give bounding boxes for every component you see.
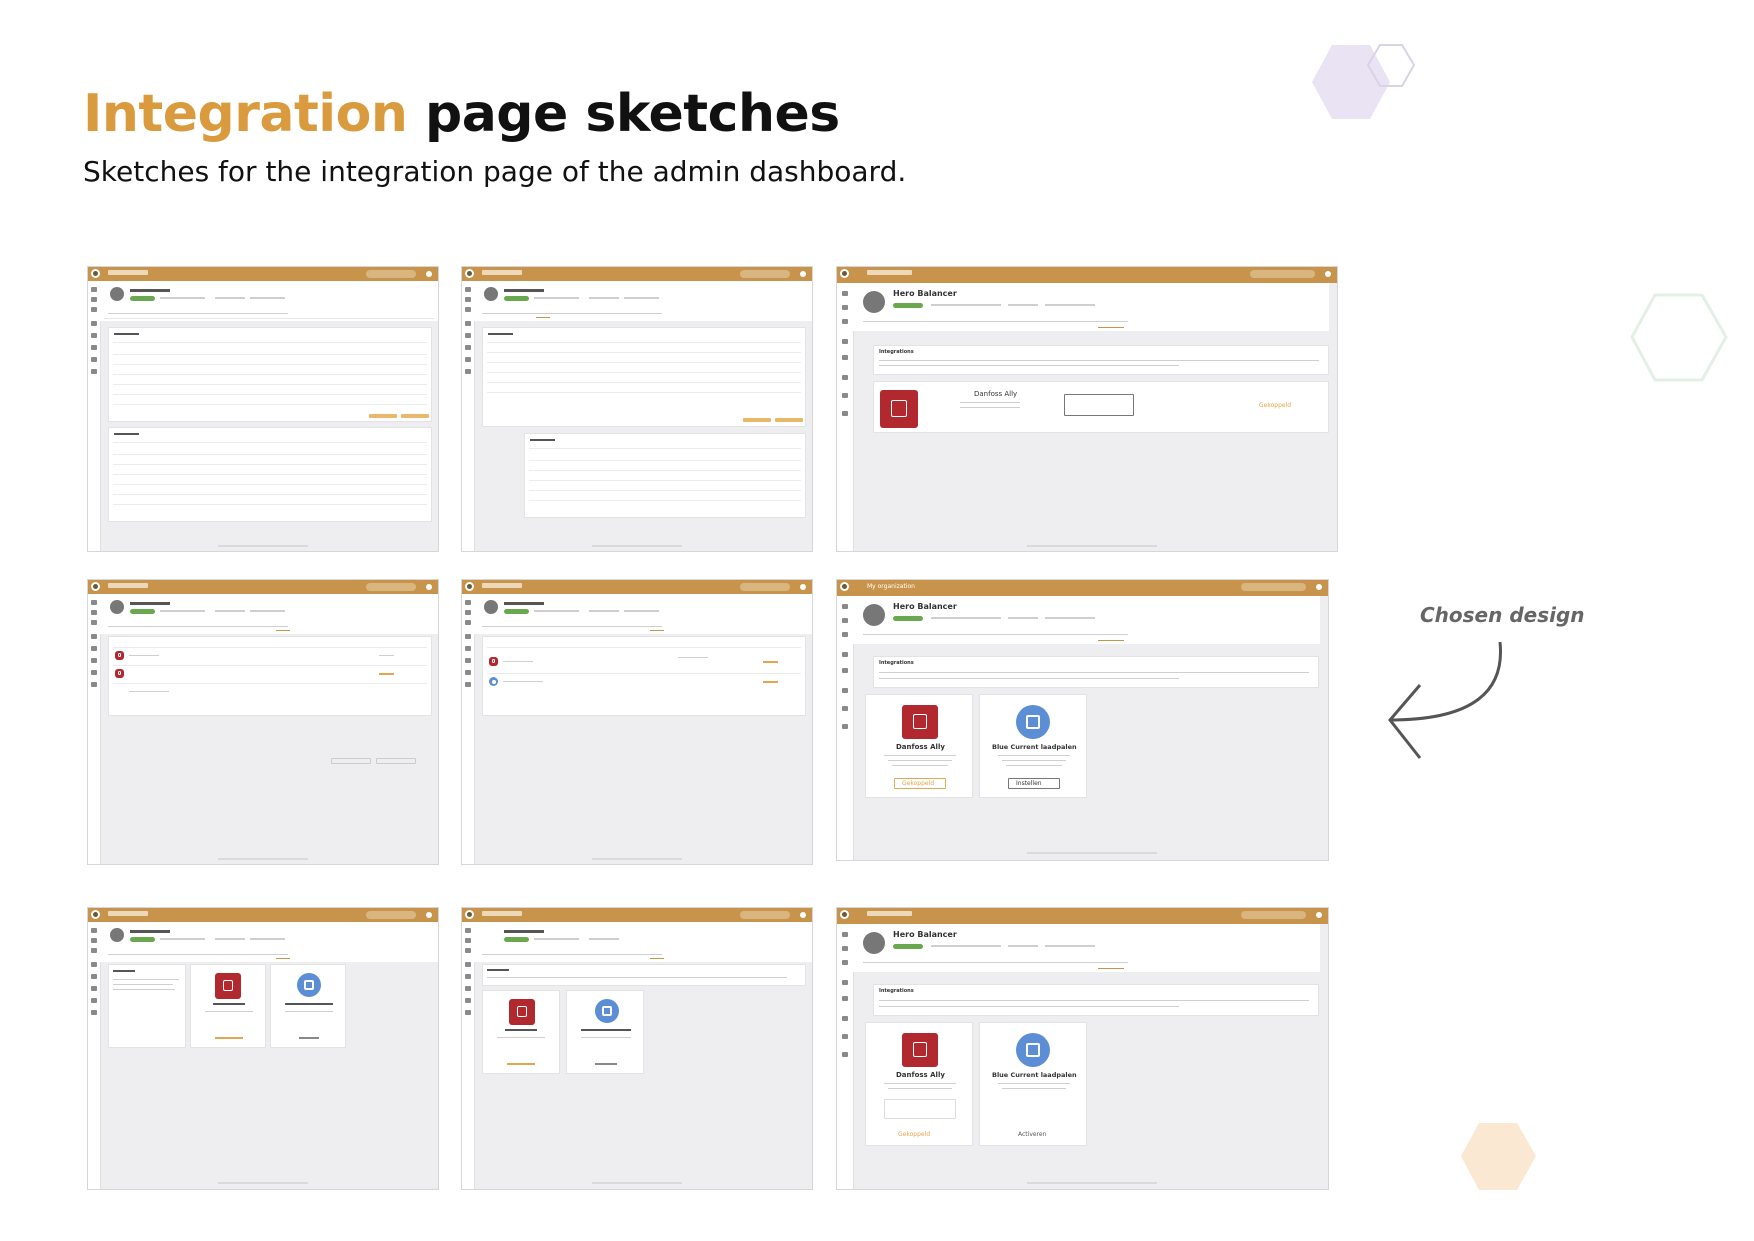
page-subtitle: Sketches for the integration page of the… — [83, 155, 907, 188]
title-rest: page sketches — [424, 84, 840, 144]
chosen-design-label: Chosen design — [1420, 603, 1585, 627]
arrow-icon — [1388, 641, 1503, 759]
sketch-4 — [87, 579, 439, 865]
sketch-8 — [461, 907, 813, 1190]
sketch-7 — [87, 907, 439, 1190]
sketch-2 — [461, 266, 813, 552]
sketch-3: Hero Balancer Integrations Danfoss Ally … — [836, 266, 1338, 552]
title-accent: Integration — [83, 84, 408, 144]
sketch-1 — [87, 266, 439, 552]
sketch-6-chosen: My organization Hero Balancer Integratio… — [836, 579, 1329, 861]
sketch-5 — [461, 579, 813, 865]
page-title: Integration page sketches — [83, 82, 840, 146]
hexagon-decoration-peach — [1461, 1123, 1536, 1190]
hexagon-decoration-purple — [1312, 44, 1416, 119]
hexagon-decoration-green — [1630, 293, 1728, 382]
sketch-9: Hero Balancer Integrations Danfoss Ally … — [836, 907, 1329, 1190]
